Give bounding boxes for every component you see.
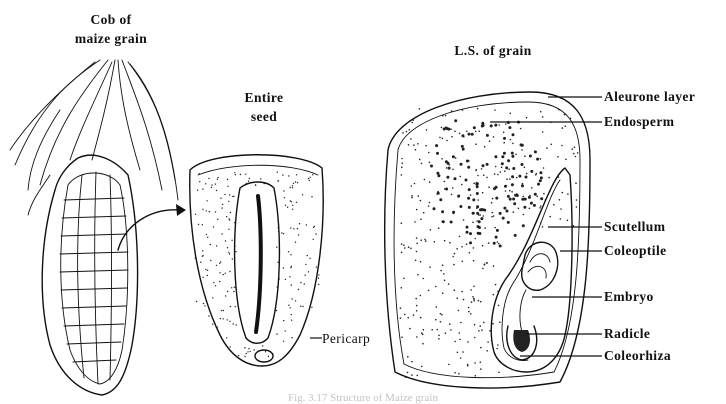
label-scutellum: Scutellum <box>604 219 666 234</box>
label-endosperm: Endosperm <box>604 114 675 129</box>
label-radicle: Radicle <box>604 326 650 341</box>
pericarp-label: Pericarp <box>322 331 370 346</box>
scutellum-outline <box>491 168 572 372</box>
section-stipple <box>400 108 579 378</box>
endosperm-dense-stipple <box>430 119 543 247</box>
radicle-shape <box>513 330 530 352</box>
label-leaders <box>490 97 602 356</box>
cob-title-line2: maize grain <box>75 31 147 46</box>
label-aleurone-layer: Aleurone layer <box>604 89 695 104</box>
cob-kernel-grid <box>60 172 128 384</box>
seed-top-ridge <box>198 165 318 175</box>
plumule-leaves <box>528 254 550 278</box>
arrow-head-icon <box>176 204 186 216</box>
cob-husk-leaf <box>42 155 137 395</box>
maize-cob-drawing <box>10 60 186 395</box>
seed-title-line2: seed <box>251 109 277 124</box>
seed-title-line1: Entire <box>245 90 284 105</box>
figure-caption: Fig. 3.17 Structure of Maize grain <box>288 392 438 404</box>
cob-title-line1: Cob of <box>90 12 131 27</box>
embryo-axis <box>520 290 526 332</box>
label-coleorhiza: Coleorhiza <box>604 348 671 363</box>
seed-outline <box>190 155 323 366</box>
entire-seed-drawing <box>190 155 323 366</box>
longitudinal-section-drawing <box>385 92 602 388</box>
seed-tip-cap <box>255 350 273 362</box>
seed-embryo-axis <box>256 196 261 332</box>
aleurone-layer-line <box>394 102 580 378</box>
section-title: L.S. of grain <box>454 43 531 58</box>
label-embryo: Embryo <box>604 289 654 304</box>
cob-husk-strands <box>10 60 178 215</box>
label-coleoptile: Coleoptile <box>604 243 667 258</box>
